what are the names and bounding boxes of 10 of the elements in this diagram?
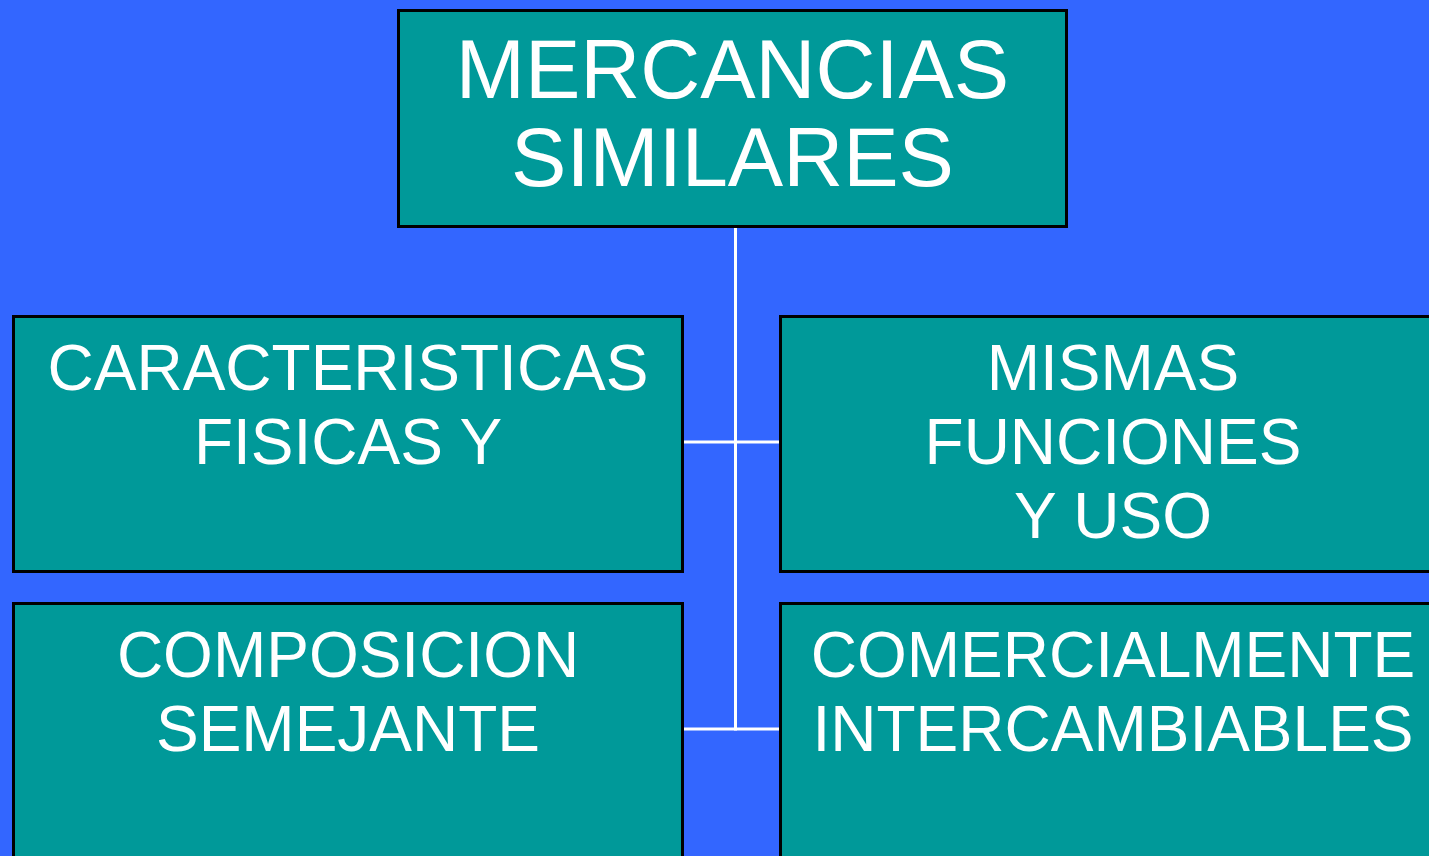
- category-box: [779, 315, 1429, 573]
- category-box: [12, 315, 684, 573]
- category-box: [779, 602, 1429, 856]
- box-label: COMERCIALMENTE INTERCAMBIABLES: [809, 618, 1417, 766]
- box-label: MERCANCIAS SIMILARES: [454, 26, 1011, 202]
- box-label: COMPOSICION SEMEJANTE: [115, 618, 581, 766]
- category-box: [12, 602, 684, 856]
- box-label: MISMAS FUNCIONES Y USO: [923, 331, 1303, 553]
- box-label: CARACTERISTICAS FISICAS Y: [46, 331, 650, 479]
- title-box: [397, 9, 1068, 228]
